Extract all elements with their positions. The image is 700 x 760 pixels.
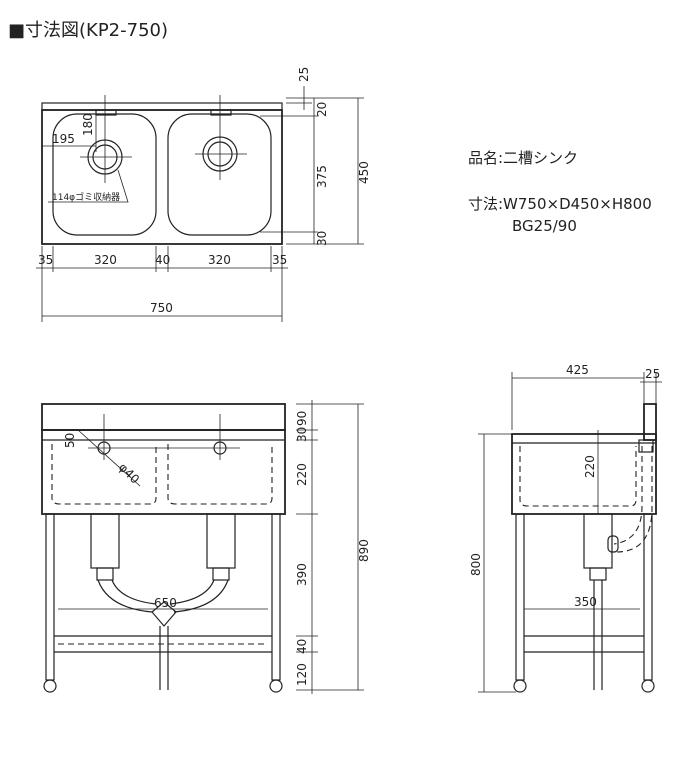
dim-divider: 40 xyxy=(155,253,170,267)
dim-bowl-depth: 375 xyxy=(315,165,329,188)
front-foot-right xyxy=(269,679,283,693)
product-backguard: BG25/90 xyxy=(512,217,577,235)
front-trap-joint xyxy=(151,601,177,627)
dim-side-depth: 425 xyxy=(566,363,589,377)
dim-side-bg: 25 xyxy=(645,367,660,381)
dim-h-trap: 390 xyxy=(295,563,309,586)
top-drain-left xyxy=(80,95,132,183)
front-trap-right xyxy=(173,579,229,613)
top-drain-x: 195 xyxy=(52,132,75,146)
dim-side-height: 800 xyxy=(469,553,483,576)
front-backguard xyxy=(41,403,286,431)
dim-h-total: 890 xyxy=(357,539,371,562)
side-foot-rear xyxy=(641,679,655,693)
top-drain-y: 180 xyxy=(81,113,95,136)
dim-rear: 20 xyxy=(315,102,329,117)
dim-h-foot: 120 xyxy=(295,663,309,686)
product-name: 品名:二槽シンク xyxy=(468,149,578,167)
dim-drain-spacing: 650 xyxy=(154,596,177,610)
front-view: 50 φ40 650 90 xyxy=(41,400,371,694)
front-bowl-left xyxy=(51,444,157,505)
top-backguard xyxy=(41,102,283,111)
dim-bowl-w-1: 320 xyxy=(94,253,117,267)
top-counter xyxy=(41,109,283,245)
side-view: 425 25 220 800 350 xyxy=(469,363,662,693)
front-trap-left xyxy=(97,579,153,613)
dim-edge-left: 35 xyxy=(38,253,53,267)
front-leg-left xyxy=(45,513,55,681)
front-drain-pipe-right xyxy=(206,513,236,569)
side-overflow-pipe xyxy=(613,446,643,545)
front-foot-left xyxy=(43,679,57,693)
top-bowl-left xyxy=(52,113,157,236)
front-overflow-dia: φ40 xyxy=(116,460,142,486)
top-view: 195 180 114φゴミ収納器 25 20 375 30 450 35 32… xyxy=(36,67,371,322)
dim-h-bg: 90 xyxy=(295,411,309,426)
top-drain-right xyxy=(195,95,247,180)
dim-bg: 25 xyxy=(297,67,311,82)
spec-block: 品名:二槽シンク 寸法:W750×D450×H800 BG25/90 xyxy=(468,149,652,235)
side-bowl xyxy=(519,446,637,507)
side-foot-front xyxy=(513,679,527,693)
dim-bowl-w-2: 320 xyxy=(208,253,231,267)
top-faucet-right xyxy=(210,109,232,116)
front-overflow-offset: 50 xyxy=(63,433,77,448)
top-drain-note: 114φゴミ収納器 xyxy=(52,191,120,203)
front-bowl-right xyxy=(167,444,273,505)
product-size: 寸法:W750×D450×H800 xyxy=(468,195,652,213)
dim-h-top: 30 xyxy=(295,427,309,442)
dim-h-bowl: 220 xyxy=(295,463,309,486)
dim-h-shelf: 40 xyxy=(295,639,309,654)
top-drain-leader xyxy=(48,169,129,203)
dim-width-total: 750 xyxy=(150,301,173,315)
side-leg-front xyxy=(515,513,525,681)
front-drain-pipe-left xyxy=(90,513,120,569)
front-body xyxy=(41,429,286,515)
front-leg-right xyxy=(271,513,281,681)
page-title: ■寸法図(KP2-750) xyxy=(8,20,168,41)
top-bowl-right xyxy=(167,113,272,236)
dim-side-bowl-depth: 220 xyxy=(583,455,597,478)
dim-edge-right: 35 xyxy=(272,253,287,267)
dim-front: 30 xyxy=(315,231,329,246)
dim-side-drain-offset: 350 xyxy=(574,595,597,609)
dim-depth-total: 450 xyxy=(357,161,371,184)
